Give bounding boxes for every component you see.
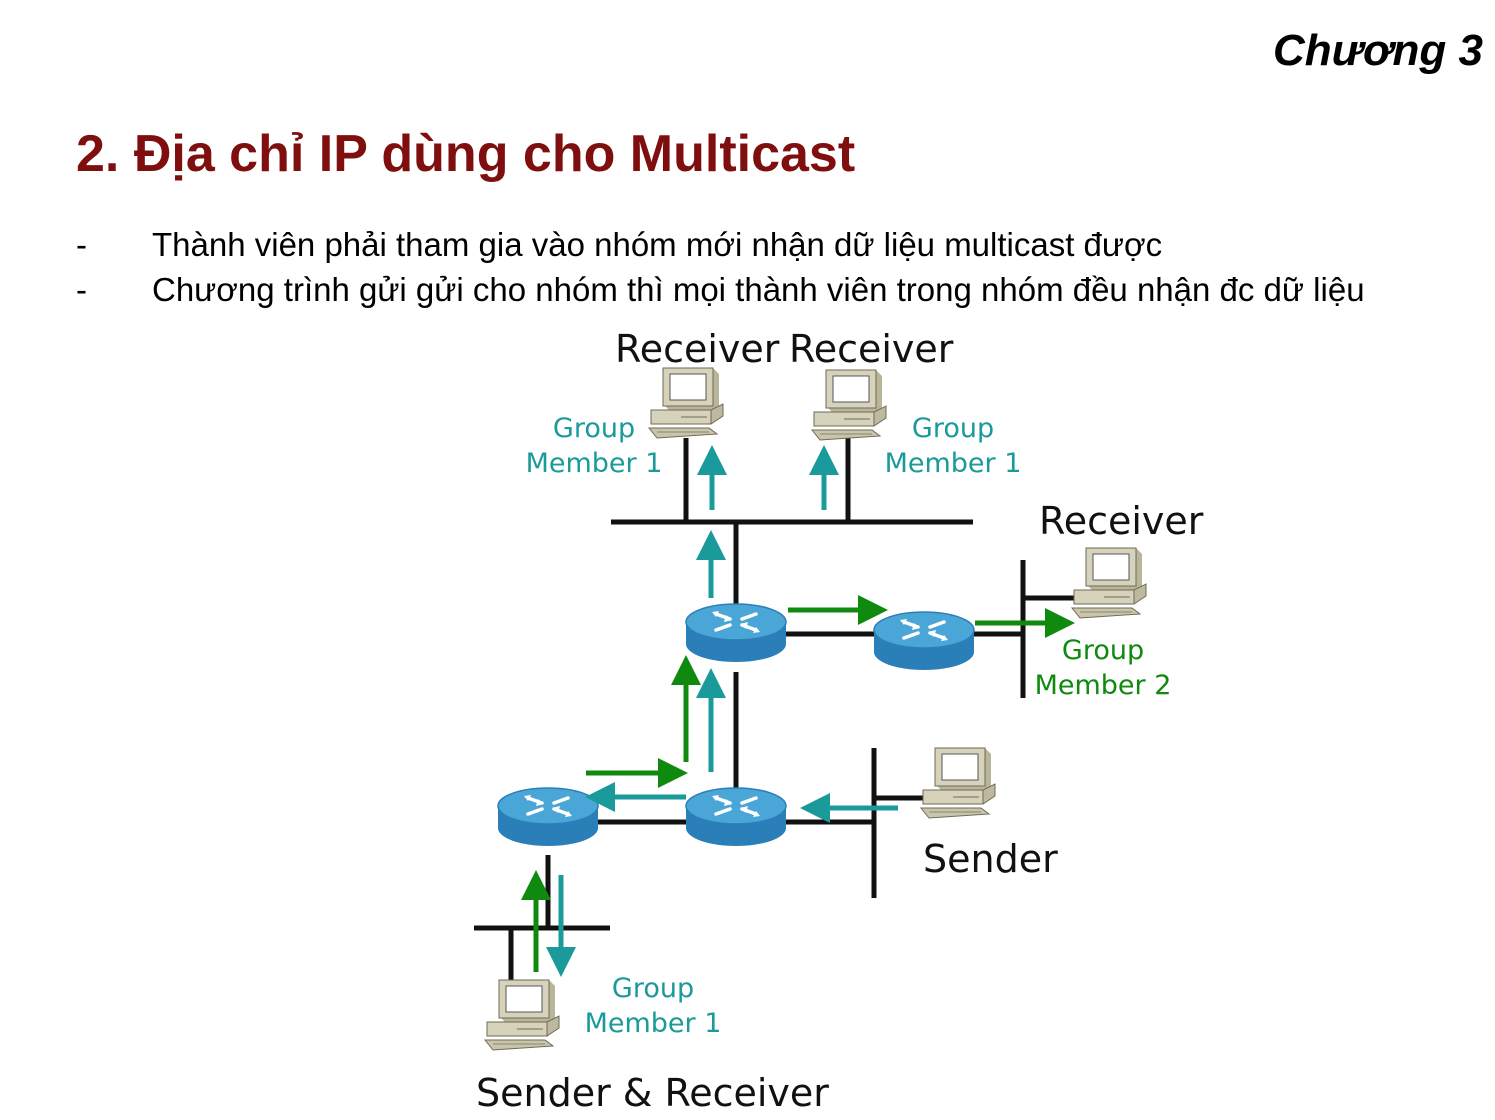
network-wires [474, 438, 1080, 990]
group-member-label: Member 1 [885, 448, 1022, 479]
group-member-label: Member 1 [526, 448, 663, 479]
receiver-label: Receiver [789, 327, 954, 371]
chapter-label: Chương 3 [1272, 26, 1483, 75]
bullet-text: Thành viên phải tham gia vào nhóm mới nh… [152, 226, 1163, 263]
group-member-label: Member 1 [585, 1008, 722, 1039]
bullet-dash: - [76, 271, 87, 308]
router-icon [684, 602, 788, 664]
computer-icon [920, 747, 996, 819]
flow-arrows-member2 [521, 595, 1075, 972]
bullet-text: Chương trình gửi gửi cho nhóm thì mọi th… [152, 271, 1365, 308]
computer-icon [484, 979, 560, 1051]
group-label: Group [612, 973, 694, 1004]
flow-arrows-member1 [546, 445, 898, 977]
bullet-item: - Thành viên phải tham gia vào nhóm mới … [76, 222, 1436, 267]
bullet-dash: - [76, 226, 87, 263]
computer-icon [648, 367, 724, 439]
group-label: Group [1062, 635, 1144, 666]
group-member-label: Member 2 [1035, 670, 1172, 701]
group-label: Group [553, 413, 635, 444]
group-label: Group [912, 413, 994, 444]
router-icon [496, 786, 600, 848]
receiver-label: Receiver [1039, 499, 1204, 543]
sender-label: Sender [923, 837, 1058, 881]
bullet-list: - Thành viên phải tham gia vào nhóm mới … [76, 222, 1436, 312]
computer-icon [1071, 547, 1147, 619]
receiver-label: Receiver [615, 327, 780, 371]
router-icon [872, 610, 976, 672]
computer-icon [811, 369, 887, 441]
slide-title: 2. Địa chỉ IP dùng cho Multicast [76, 125, 856, 183]
sender-receiver-label: Sender & Receiver [476, 1071, 829, 1115]
router-icon [684, 786, 788, 848]
bullet-item: - Chương trình gửi gửi cho nhóm thì mọi … [76, 267, 1436, 312]
